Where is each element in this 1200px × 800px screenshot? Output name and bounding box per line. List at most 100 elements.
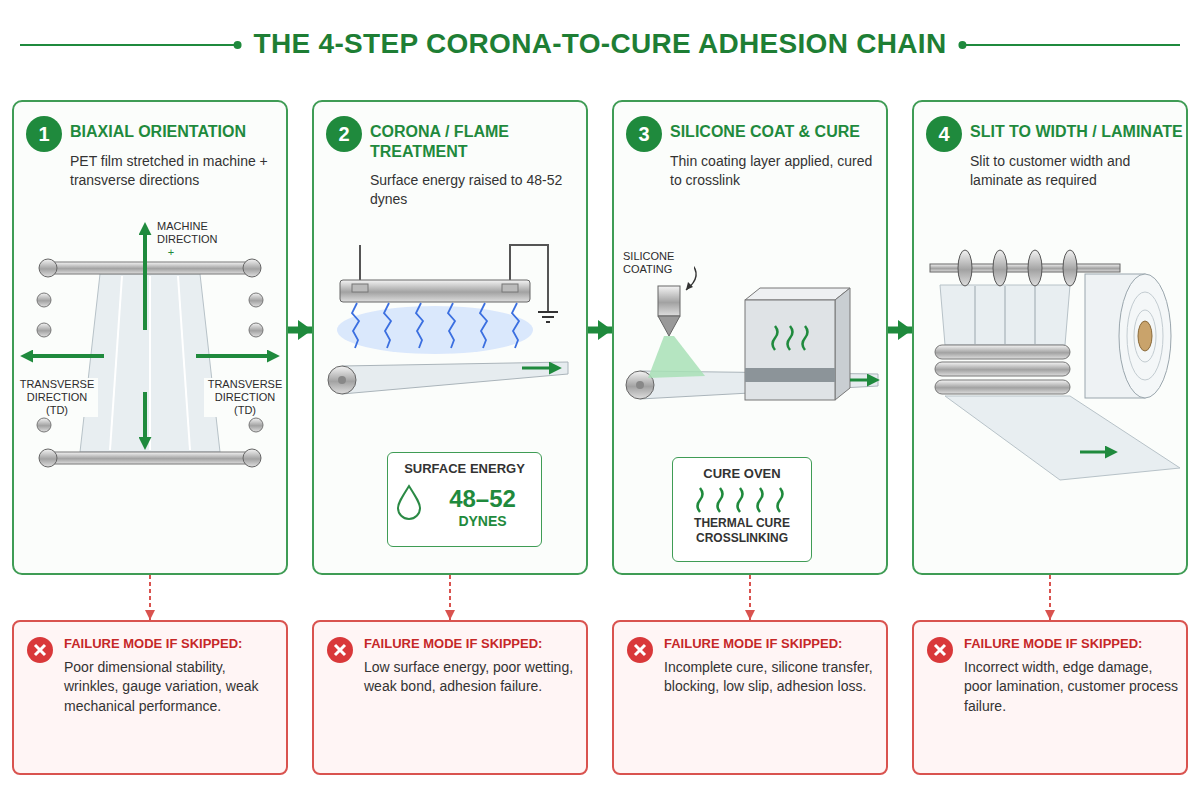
flow-arrow	[588, 327, 612, 334]
slitter-illustration-part	[935, 345, 1070, 359]
stretching-frame-illustration-part	[249, 418, 263, 432]
slitter-illustration-part	[1063, 250, 1077, 286]
stretching-frame-illustration-part	[39, 259, 57, 277]
failure-icon-part	[35, 645, 45, 655]
corona-treater-illustration-part	[342, 362, 568, 394]
corona-treater-illustration-part	[340, 280, 530, 302]
corona-treater-illustration-part	[538, 312, 558, 322]
coater-oven-illustration-part	[648, 336, 705, 378]
slitter-illustration-part	[1028, 250, 1042, 286]
slitter-illustration-part	[958, 250, 972, 286]
failure-icon-part	[635, 645, 645, 655]
text-column: 2	[326, 116, 362, 152]
coater-oven-illustration-part	[745, 300, 835, 400]
surface-energy-box: SURFACE ENERGY48–52DYNES	[387, 452, 542, 547]
failure-icon	[27, 637, 953, 663]
slitter-illustration-part	[1119, 274, 1171, 398]
slitter-illustration-part	[1138, 321, 1152, 351]
slitter-illustration-part	[975, 286, 1035, 344]
corona-treater-illustration-part-part	[352, 303, 359, 348]
stretching-frame-illustration-part	[80, 274, 220, 452]
failure-description: Incomplete cure, silicone transfer, bloc…	[664, 658, 880, 697]
stretching-frame-illustration-part	[48, 262, 252, 274]
step-heading: SILICONE COAT & CURE	[670, 122, 884, 142]
stretching-frame-illustration-part	[249, 323, 263, 337]
text-column: FAILURE MODE IF SKIPPED: Poor dimensional…	[64, 636, 280, 716]
failure-box: FAILURE MODE IF SKIPPED: Poor dimensional…	[12, 620, 288, 775]
text-column: 1	[26, 116, 62, 152]
coater-oven-illustration-part	[686, 282, 693, 290]
step-number-text: 4	[938, 124, 949, 144]
coater-oven-illustration-part	[658, 286, 680, 316]
step-number-text: 3	[638, 124, 649, 144]
diagram-title: THE 4-STEP CORONA-TO-CURE ADHESION CHAIN	[254, 27, 947, 61]
slitter-illustration-part	[945, 396, 1180, 480]
stretching-frame-illustration-part	[37, 418, 51, 432]
failure-icon-part	[327, 637, 353, 663]
title-rule-part	[235, 42, 241, 48]
coater-oven-illustration-part	[636, 381, 644, 389]
step-panel: SLIT TO WIDTH / LAMINATESlit to customer…	[912, 100, 1188, 575]
stretching-frame-illustration-part	[39, 449, 57, 467]
slitter-illustration	[930, 250, 1180, 480]
stretching-frame-illustration-part-part	[143, 226, 147, 330]
step-heading: SLIT TO WIDTH / LAMINATE	[970, 122, 1184, 142]
failure-description: Poor dimensional stability, wrinkles, ga…	[64, 658, 280, 716]
step-description: Thin coating layer applied, cured to cro…	[670, 152, 884, 191]
coater-oven-illustration-part-part	[718, 488, 723, 512]
slitter-illustration-part	[930, 264, 1120, 272]
coater-oven-illustration-part	[640, 371, 878, 399]
coater-oven-illustration-part-part	[773, 326, 778, 350]
corona-treater-illustration-part-part	[512, 303, 519, 348]
text-column: SURFACE ENERGY48–52DYNES	[388, 461, 541, 529]
title-rule	[20, 42, 1180, 48]
failure-heading: FAILURE MODE IF SKIPPED:	[64, 636, 280, 652]
step-number: 4	[926, 116, 962, 152]
corona-treater-illustration-part-part	[480, 303, 487, 348]
stretching-frame-illustration-part-part	[196, 354, 276, 358]
step-panel: SILICONE COAT & CURE Thin coating layer a…	[612, 100, 888, 575]
slitter-illustration-part	[1080, 451, 1114, 454]
coater-oven-illustration-part-part	[758, 488, 763, 512]
text-column: CURE OVEN THERMAL CURE CROSSLINKING	[677, 466, 807, 546]
corona-treater-illustration-part	[337, 306, 533, 354]
coater-oven-illustration-part	[626, 371, 654, 399]
corona-treater-illustration	[328, 245, 568, 519]
step-heading: BIAXIAL ORIENTATION	[70, 122, 284, 142]
coater-oven-illustration-part	[745, 368, 835, 382]
corona-treater-illustration-part	[398, 486, 420, 519]
text-column: SLIT TO WIDTH / LAMINATESlit to customer…	[970, 122, 1184, 190]
text-column: 3	[626, 116, 662, 152]
text-column: FAILURE MODE IF SKIPPED:Low surface ener…	[364, 636, 580, 697]
coater-oven-illustration-part	[745, 288, 850, 300]
axis-mark: +	[164, 246, 178, 259]
value-text: 48–52	[388, 485, 541, 513]
step-number-text: 1	[38, 124, 49, 144]
title-rule-part	[20, 44, 238, 46]
stretching-frame-illustration-part-part	[143, 392, 147, 446]
stretching-frame-illustration-part	[178, 276, 190, 450]
stretching-frame-illustration-part	[243, 259, 261, 277]
coater-oven-illustration-part	[850, 379, 876, 382]
failure-heading: FAILURE MODE IF SKIPPED:	[964, 636, 1180, 652]
coater-oven-illustration-part	[835, 288, 850, 400]
failure-pointer	[149, 575, 151, 620]
coater-oven-illustration-part	[698, 326, 808, 512]
step-description: Surface energy raised to 48-52 dynes	[370, 171, 584, 210]
failure-icon-part	[627, 637, 653, 663]
coater-oven-illustration-part	[686, 262, 696, 290]
coater-oven-illustration	[626, 262, 878, 512]
box-text: THERMAL CURE CROSSLINKING	[677, 516, 807, 546]
stretching-frame-illustration-part	[249, 293, 263, 307]
slitter-illustration-part	[1134, 310, 1156, 362]
slitter-illustration-part	[1085, 274, 1145, 398]
stretching-frame-illustration-part	[48, 452, 252, 464]
coater-oven-illustration-part	[658, 316, 680, 336]
stretching-frame-illustration-part	[149, 276, 151, 450]
coater-oven-illustration-part-part	[698, 488, 703, 512]
box-heading: CURE OVEN	[677, 466, 807, 482]
part-label: SILICONE COATING	[622, 250, 694, 276]
cure-oven-box: CURE OVEN THERMAL CURE CROSSLINKING	[672, 457, 812, 562]
slitter-illustration-part	[935, 380, 1070, 394]
